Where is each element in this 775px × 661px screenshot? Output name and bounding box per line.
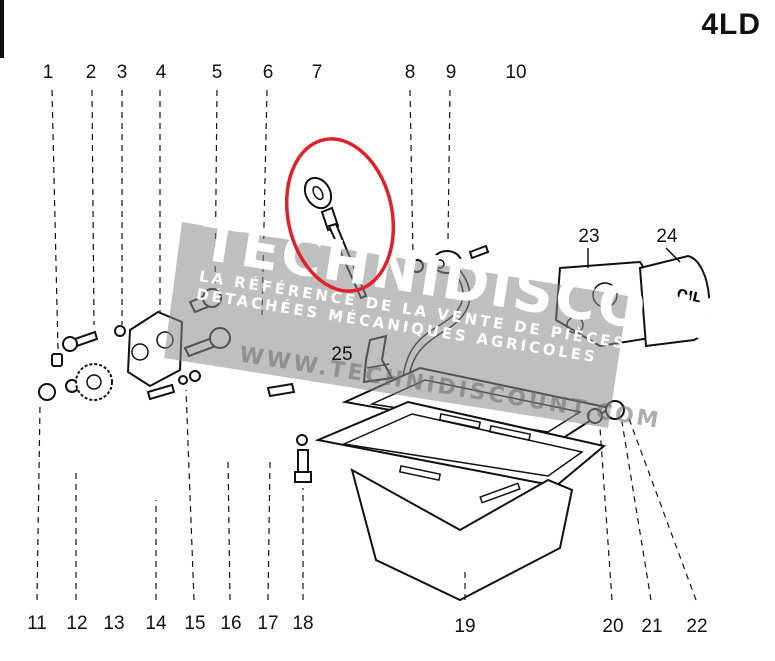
leader-21 xyxy=(621,421,652,601)
pan-bolt-group xyxy=(267,434,312,601)
label-9: 9 xyxy=(446,62,457,83)
pan-body xyxy=(350,467,574,602)
dipstick-ring xyxy=(303,176,333,210)
model-title: 4LD xyxy=(701,8,761,41)
label-16: 16 xyxy=(220,613,241,634)
filter-oil-text: OIL xyxy=(675,287,702,307)
part-4-port-a xyxy=(131,343,149,361)
pan-slot-d xyxy=(479,482,521,504)
pan-rim xyxy=(314,400,607,488)
part-24-filter-canister xyxy=(638,254,711,348)
label-10: 10 xyxy=(505,62,526,83)
label-18: 18 xyxy=(292,613,313,634)
center-pin xyxy=(266,382,296,398)
leader-11 xyxy=(36,404,41,601)
part-13-gear xyxy=(75,363,113,401)
part-15-washer xyxy=(178,375,188,385)
leader-1 xyxy=(51,89,59,351)
label-17: 17 xyxy=(257,613,278,634)
leader-22 xyxy=(627,415,697,601)
leader-8 xyxy=(409,89,414,256)
leader-2 xyxy=(91,89,95,326)
highlight-circle xyxy=(284,137,396,293)
label-4: 4 xyxy=(156,62,167,83)
leader-17 xyxy=(267,461,271,601)
label-6: 6 xyxy=(263,62,274,83)
label-19: 19 xyxy=(454,616,475,637)
leader-20 xyxy=(599,427,613,601)
label-5: 5 xyxy=(212,62,223,83)
label-11: 11 xyxy=(27,613,47,634)
leader-24 xyxy=(665,247,681,263)
label-13: 13 xyxy=(103,613,124,634)
label-20: 20 xyxy=(602,616,623,637)
dipstick-ring-hole xyxy=(312,185,324,201)
leader-16 xyxy=(227,459,231,601)
label-8: 8 xyxy=(405,62,416,83)
label-25: 25 xyxy=(331,344,352,365)
pan-rim-inner xyxy=(341,413,584,477)
label-23: 23 xyxy=(578,226,599,247)
part-labels: 1 2 3 4 5 6 7 8 9 10 11 12 13 14 15 16 1… xyxy=(27,62,707,637)
part-17-washer xyxy=(296,434,308,446)
pan-slot-a xyxy=(438,413,482,429)
part-18-bolt-head xyxy=(294,471,312,483)
label-22: 22 xyxy=(686,616,707,637)
pan-slot-c xyxy=(398,465,442,481)
pan-slot-b xyxy=(488,425,532,441)
label-24: 24 xyxy=(656,226,678,247)
part-16-washer xyxy=(189,370,201,382)
label-12: 12 xyxy=(66,613,87,634)
part-3-washer xyxy=(114,325,126,337)
page-edge-bar xyxy=(0,0,4,58)
leader-9 xyxy=(447,89,451,241)
label-14: 14 xyxy=(145,613,167,634)
label-1: 1 xyxy=(43,62,54,83)
part-2-bolt-head xyxy=(62,336,78,352)
watermark-band xyxy=(164,222,628,428)
part-13-gear-hub xyxy=(86,374,102,390)
label-2: 2 xyxy=(86,62,97,83)
part-1-pin xyxy=(51,353,63,367)
label-7: 7 xyxy=(312,62,323,83)
label-15: 15 xyxy=(184,613,205,634)
part-11-nut xyxy=(38,383,56,401)
pump-lower-bolt xyxy=(146,383,176,401)
label-3: 3 xyxy=(117,62,128,83)
leader-15 xyxy=(185,389,195,601)
part-10-screw xyxy=(468,244,490,260)
label-21: 21 xyxy=(641,616,662,637)
